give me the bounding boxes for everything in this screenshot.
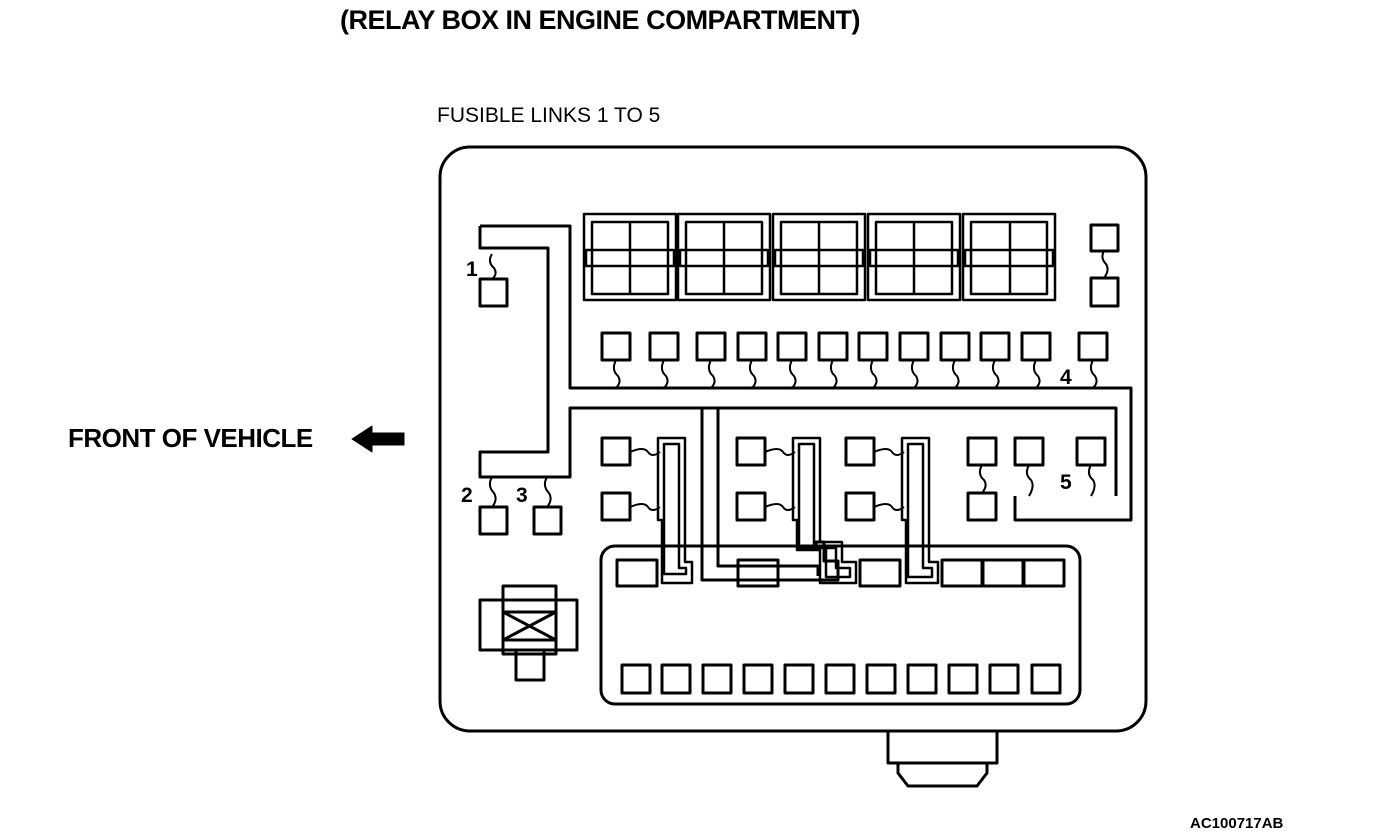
link-number-4: 4	[1060, 366, 1072, 389]
fusible-link-block	[582, 212, 1057, 302]
figure-code: AC100717AB	[1190, 815, 1284, 832]
fusible-link-2	[676, 212, 772, 302]
fusible-link-1	[582, 212, 678, 302]
fuse-links-2-3	[478, 476, 563, 536]
fusible-link-4	[866, 212, 962, 302]
link-number-3: 3	[516, 484, 528, 507]
fuse-grid-lower	[600, 436, 1107, 522]
connector-block	[599, 544, 1082, 706]
left-arrow-icon	[351, 425, 405, 453]
fusible-links-label: FUSIBLE LINKS 1 TO 5	[437, 104, 661, 127]
link-number-2: 2	[461, 484, 473, 507]
terminal-straps	[656, 436, 940, 585]
front-of-vehicle-label: FRONT OF VEHICLE	[68, 423, 313, 453]
fuse-pair-top-right	[1089, 223, 1120, 308]
bottom-connector	[886, 731, 999, 788]
bus-bar-outline	[478, 224, 1133, 522]
fuse-link-1-left	[478, 253, 509, 308]
link-number-1: 1	[466, 258, 478, 281]
relay-box-outline	[438, 145, 1148, 733]
fuse-row-middle	[600, 331, 1109, 389]
relay-bottom-left	[478, 584, 579, 682]
fusible-link-3	[771, 212, 867, 302]
diagram-title: (RELAY BOX IN ENGINE COMPARTMENT)	[340, 5, 861, 35]
link-number-5: 5	[1060, 471, 1072, 494]
fusible-link-5	[961, 212, 1057, 302]
inner-bus	[700, 408, 840, 582]
